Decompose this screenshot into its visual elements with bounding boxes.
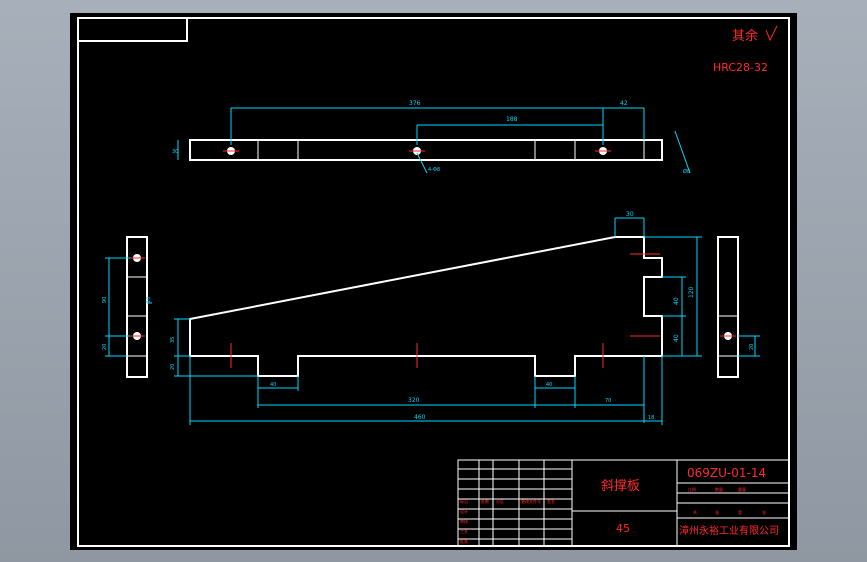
dim-top-hole: 4-Φ8 bbox=[428, 167, 440, 173]
svg-text:张: 张 bbox=[762, 509, 766, 515]
dim-right-20: 20 bbox=[749, 344, 755, 350]
dim-top-diameter: Ø8 bbox=[683, 168, 690, 175]
svg-text:处数: 处数 bbox=[481, 498, 489, 504]
company-name: 漳州永裕工业有限公司 bbox=[679, 524, 779, 537]
part-name: 斜撑板 bbox=[601, 479, 640, 494]
top-left-box bbox=[77, 17, 188, 42]
svg-text:审核: 审核 bbox=[460, 518, 468, 524]
front-view bbox=[189, 236, 663, 377]
support-plate-outline bbox=[189, 236, 663, 377]
dim-front-70: 70 bbox=[605, 398, 611, 404]
dim-front-40-lower: 40 bbox=[673, 334, 680, 342]
left-side-view bbox=[126, 236, 148, 378]
right-side-view bbox=[717, 236, 739, 378]
dim-front-40-upper: 40 bbox=[673, 297, 680, 305]
svg-text:设计: 设计 bbox=[460, 508, 468, 514]
dim-top-42: 42 bbox=[620, 100, 628, 107]
svg-text:数量: 数量 bbox=[715, 486, 723, 492]
dim-front-18: 18 bbox=[648, 415, 654, 421]
dim-left-90: 90 bbox=[102, 297, 108, 303]
dim-left-20: 20 bbox=[102, 344, 108, 350]
top-view bbox=[189, 139, 663, 161]
dim-front-35: 35 bbox=[170, 337, 176, 343]
svg-text:批准: 批准 bbox=[460, 538, 468, 544]
svg-text:工艺: 工艺 bbox=[460, 529, 468, 534]
material: 45 bbox=[616, 522, 630, 535]
surface-roughness-note: 其余 bbox=[732, 28, 758, 44]
dim-left-10: 10 bbox=[146, 297, 152, 303]
dim-front-30: 30 bbox=[626, 211, 634, 218]
svg-text:分区: 分区 bbox=[496, 498, 504, 504]
dim-front-20: 20 bbox=[170, 364, 176, 370]
drawing-number: 069ZU-01-14 bbox=[687, 466, 766, 480]
hardness-note: HRC28-32 bbox=[713, 61, 768, 74]
svg-text:张: 张 bbox=[715, 509, 719, 515]
cad-drawing: 其余 HRC28-32 bbox=[77, 17, 790, 547]
roughness-symbol-icon bbox=[765, 25, 778, 42]
dim-top-376: 376 bbox=[409, 100, 421, 107]
top-view-dimensions: 376 42 188 4-Φ8 30 Ø8 bbox=[172, 100, 691, 175]
svg-text:比例: 比例 bbox=[688, 486, 696, 492]
sheet-border bbox=[77, 17, 790, 547]
svg-text:第: 第 bbox=[738, 509, 742, 515]
drawing-sheet[interactable]: 其余 HRC28-32 bbox=[70, 13, 797, 550]
title-block: 斜撑板 069ZU-01-14 45 漳州永裕工业有限公司 标记 处数 分区 更… bbox=[457, 459, 790, 547]
top-view-outline bbox=[189, 139, 663, 161]
dim-front-320: 320 bbox=[408, 397, 420, 404]
svg-text:签名: 签名 bbox=[547, 498, 555, 504]
dim-front-slot-left: 40 bbox=[270, 382, 276, 388]
dim-front-slot-right: 40 bbox=[546, 382, 552, 388]
svg-text:共: 共 bbox=[693, 509, 697, 515]
front-view-dimensions: 30 120 40 40 40 40 3 bbox=[170, 211, 702, 425]
svg-text:标记: 标记 bbox=[460, 498, 468, 504]
dim-top-30: 30 bbox=[172, 149, 178, 155]
right-side-dimensions: 20 bbox=[738, 335, 760, 357]
dim-front-120: 120 bbox=[688, 286, 695, 298]
svg-text:更改文件号: 更改文件号 bbox=[521, 498, 541, 504]
left-side-dimensions: 90 20 10 bbox=[102, 257, 152, 357]
dim-top-188: 188 bbox=[506, 116, 518, 123]
dim-front-460: 460 bbox=[414, 414, 426, 421]
svg-text:重量: 重量 bbox=[738, 486, 746, 492]
